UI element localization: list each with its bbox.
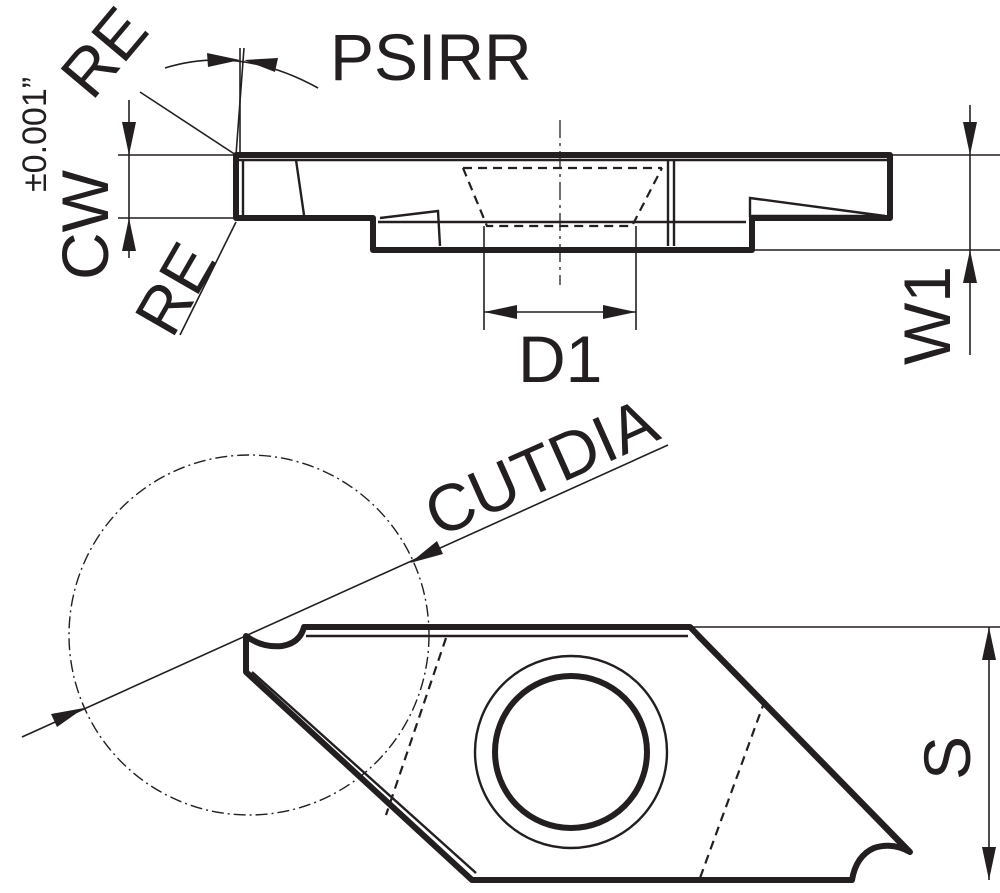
insert-inner-outline: [251, 634, 901, 874]
cutdia-dim-line: [21, 444, 669, 738]
d1-label: D1: [518, 322, 602, 396]
hidden-countersink: [461, 167, 663, 228]
top-view: CUTDIA S: [21, 383, 1000, 883]
d1-arrow-right: [603, 305, 636, 319]
side-view-right-chip: [748, 196, 886, 218]
hole-outer-circle: [473, 654, 669, 850]
psirr-arrow-left: [207, 53, 240, 67]
side-view-left-chip: [379, 209, 442, 247]
insert-outline: [243, 624, 913, 883]
s-arrow-top: [982, 627, 996, 660]
re-top-leader: [139, 91, 237, 156]
cutdia-arrow-left: [51, 708, 84, 727]
psirr-label: PSIRR: [330, 20, 532, 94]
cw-arrow-top: [122, 122, 136, 155]
cutdia-arrow-right: [410, 541, 443, 563]
psirr-arc: [164, 59, 319, 89]
psirr-arrow-right: [244, 58, 278, 72]
cw-label: CW: [48, 169, 122, 280]
w1-arrow-top: [963, 122, 977, 155]
hole-inner-circle: [492, 673, 650, 831]
s-label: S: [910, 736, 984, 780]
re-bottom-leader: [179, 221, 237, 336]
psirr-ext-2: [235, 47, 245, 156]
side-view: RE PSIRR ±0.001” CW RE D1 W1: [16, 0, 1000, 396]
re-bottom-label: RE: [120, 231, 230, 347]
w1-label: W1: [890, 266, 964, 365]
cutdia-label: CUTDIA: [414, 383, 669, 551]
side-view-left-facet: [294, 159, 306, 216]
cw-arrow-bottom: [122, 218, 136, 251]
tolerance-label: ±0.001”: [16, 77, 54, 192]
w1-arrow-bottom: [963, 250, 977, 283]
s-arrow-bottom: [982, 847, 996, 880]
d1-arrow-left: [484, 305, 517, 319]
hidden-edge-left: [384, 637, 448, 816]
hidden-edge-right: [698, 699, 767, 879]
